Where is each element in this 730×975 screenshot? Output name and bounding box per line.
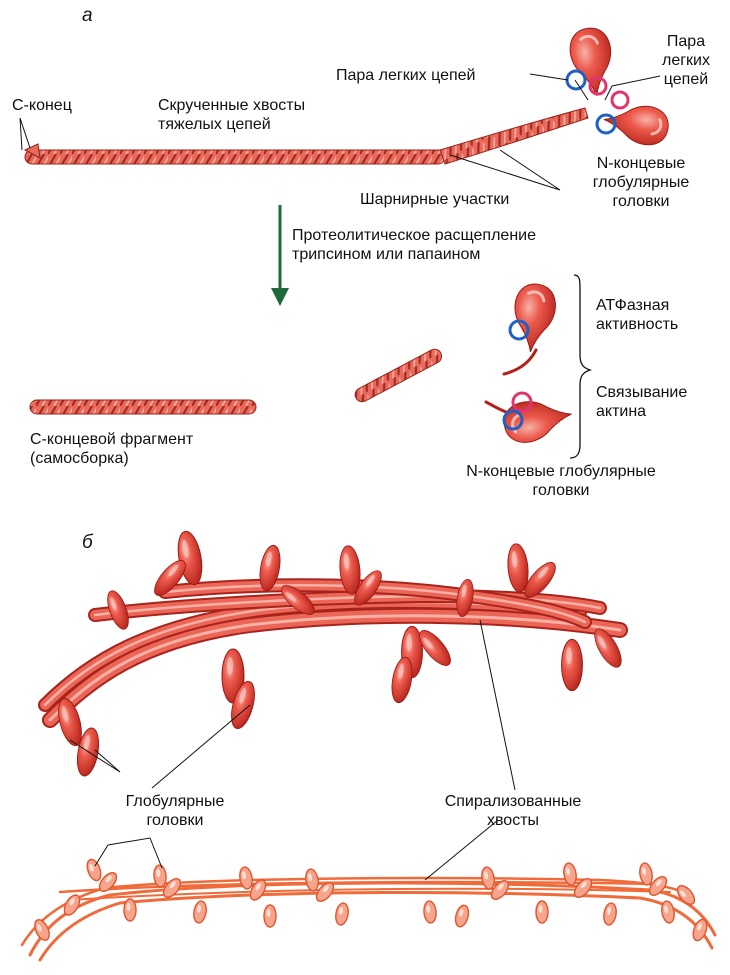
globular-heads-label: Глобулярные головки [100, 792, 250, 830]
light-chain-pink-2 [612, 92, 628, 108]
c-terminal-fragment [30, 400, 256, 414]
panel-b-letter: б [82, 533, 93, 552]
panel-a-letter: а [82, 6, 93, 25]
c-end-label: С-конец [12, 96, 72, 115]
n-terminal-heads-label: N-концевые глобулярные головки [566, 154, 716, 211]
light-chain-blue-1 [567, 71, 585, 89]
c-fragment-label: С-концевой фрагмент (самосборка) [30, 430, 193, 468]
n-terminal-head-lower [601, 101, 670, 148]
actin-binding-label: Связывание актина [596, 383, 687, 421]
panel-b-filament [45, 530, 626, 790]
coiled-tails-label: Спирализованные хвосты [418, 792, 608, 830]
atpase-label: АТФазная активность [596, 296, 678, 334]
heavy-chain-tail [25, 150, 445, 164]
coiled-tail-bundle [45, 585, 620, 720]
cleavage-arrow [271, 205, 289, 306]
hinge-label: Шарнирные участки [360, 190, 509, 209]
isolated-head-upper [510, 282, 557, 354]
thick-filament-overview [22, 820, 715, 960]
twisted-tails-label: Скрученные хвосты тяжелых цепей [158, 96, 305, 134]
filament-head-row [32, 858, 709, 943]
panel-a-leader-lines [20, 74, 660, 190]
cleavage-label: Протеолитическое расщепление трипсином и… [292, 226, 536, 264]
middle-fragment [353, 347, 444, 404]
light-chains-left-label: Пара легких цепей [336, 66, 475, 85]
light-chains-right-label: Пара легких цепей [646, 32, 726, 89]
n-fragment-heads-label: N-концевые глобулярные головки [426, 462, 696, 500]
function-brace [570, 275, 590, 458]
